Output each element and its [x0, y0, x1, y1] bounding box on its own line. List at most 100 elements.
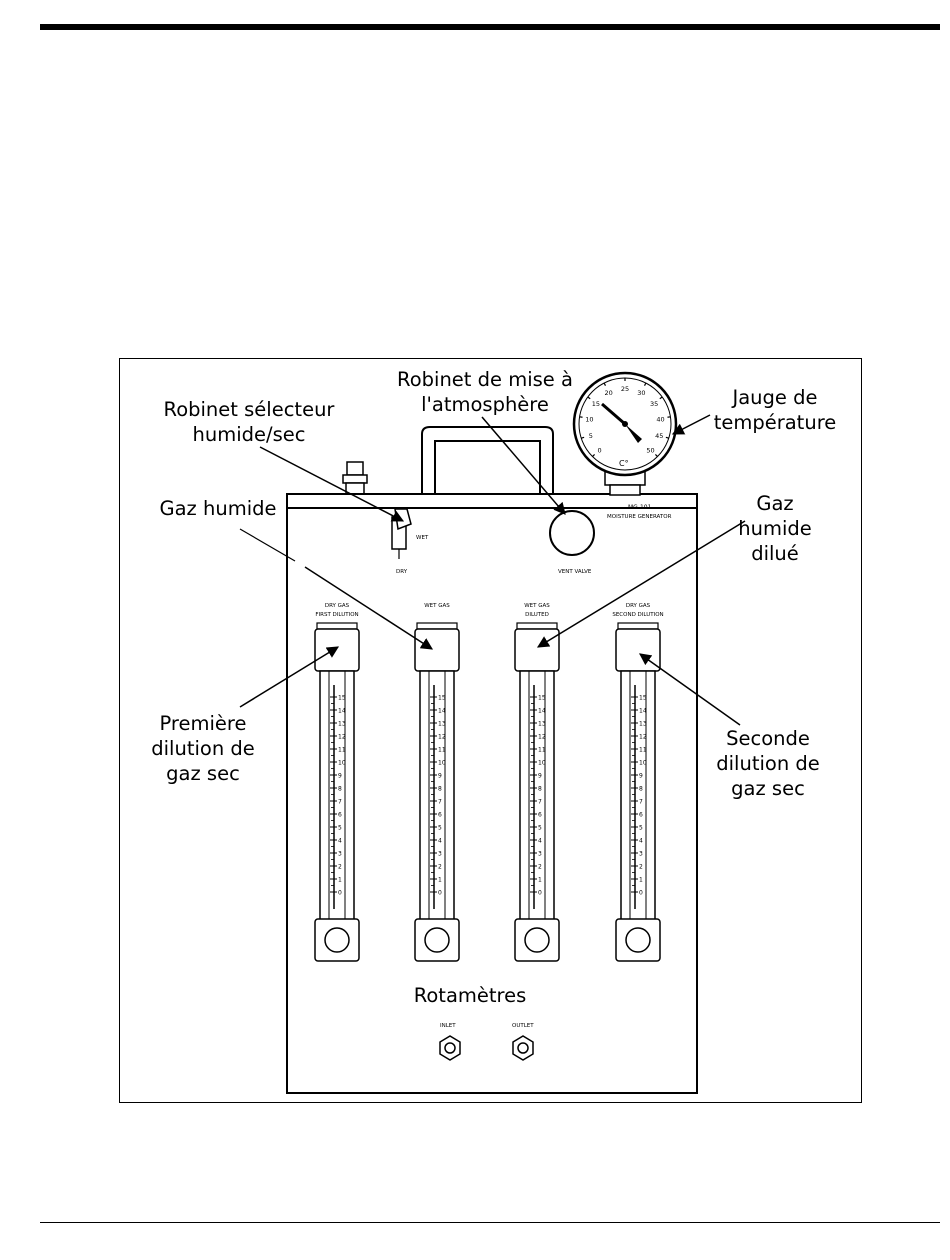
- gauge-tick: [581, 436, 585, 439]
- scale-label: 0: [639, 890, 643, 897]
- vent-valve-label: VENT VALVE: [558, 569, 592, 575]
- carry-handle: [421, 426, 554, 495]
- scale-label: 6: [639, 812, 643, 819]
- scale-label: 3: [438, 851, 442, 858]
- callout-second-dilution: Seconde dilution de gaz sec: [716, 727, 820, 800]
- rotameter-top-cap: [314, 628, 360, 672]
- scale-label: 10: [639, 760, 647, 767]
- scale-label: 15: [639, 695, 647, 702]
- gauge-tick: [592, 453, 596, 457]
- gauge-tick: [643, 382, 647, 386]
- scale-label: 7: [639, 799, 643, 806]
- gauge-tick-label: 0: [597, 446, 601, 454]
- scale-label: 14: [438, 708, 446, 715]
- scale-label: 2: [338, 864, 342, 871]
- scale-label: 5: [438, 825, 442, 832]
- scale-label: 7: [438, 799, 442, 806]
- outlet-fitting: [512, 1035, 534, 1061]
- gauge-tick-label: 45: [655, 432, 663, 440]
- rotameter-sublabel: DILUTED: [525, 612, 549, 618]
- rotameter-label: DRY GAS: [325, 603, 350, 609]
- scale-label: 8: [639, 786, 643, 793]
- scale-label: 11: [438, 747, 446, 754]
- bottom-rule: [40, 1222, 940, 1223]
- scale-label: 13: [538, 721, 546, 728]
- scale-label: 13: [338, 721, 346, 728]
- scale-label: 8: [438, 786, 442, 793]
- callout-diluted-wet-gas: Gaz humide dilué: [738, 492, 812, 565]
- scale-label: 15: [538, 695, 546, 702]
- scale-label: 12: [639, 734, 647, 741]
- scale-label: 0: [338, 890, 342, 897]
- scale-label: 9: [338, 773, 342, 780]
- scale-label: 8: [538, 786, 542, 793]
- device-name-label: MOISTURE GENERATOR: [607, 514, 672, 520]
- gauge-tick-label: 15: [592, 400, 600, 408]
- rotameter-knob: [424, 927, 450, 953]
- scale-label: 9: [538, 773, 542, 780]
- scale-label: 9: [639, 773, 643, 780]
- gauge-tick: [654, 453, 658, 457]
- callout-vent-valve: Robinet de mise à l'atmosphère: [397, 368, 573, 416]
- rotameter-tube: [319, 670, 355, 928]
- gauge-tick-label: 40: [656, 415, 664, 423]
- callout-temperature-gauge: Jauge de température: [713, 386, 837, 434]
- model-label: MG-101: [628, 504, 652, 511]
- scale-label: 1: [338, 877, 342, 884]
- rotameter-top-cap: [414, 628, 460, 672]
- scale-label: 2: [538, 864, 542, 871]
- scale-label: 11: [338, 747, 346, 754]
- rotameter-tube: [419, 670, 455, 928]
- scale-label: 8: [338, 786, 342, 793]
- rotameter-tube: [620, 670, 656, 928]
- scale-label: 9: [438, 773, 442, 780]
- scale-label: 10: [538, 760, 546, 767]
- scale-label: 13: [438, 721, 446, 728]
- rotameter-top-cap: [615, 628, 661, 672]
- scale-label: 7: [338, 799, 342, 806]
- scale-label: 3: [639, 851, 643, 858]
- scale-label: 4: [338, 838, 342, 845]
- scale-label: 10: [438, 760, 446, 767]
- gauge-tick: [587, 396, 591, 400]
- gauge-tick: [665, 436, 669, 439]
- inlet-fitting: [439, 1035, 461, 1061]
- scale-label: 12: [338, 734, 346, 741]
- scale-label: 14: [538, 708, 546, 715]
- rotameter-top-cap: [514, 628, 560, 672]
- scale-label: 10: [338, 760, 346, 767]
- gauge-tick-label: 50: [646, 446, 654, 454]
- scale-label: 4: [538, 838, 542, 845]
- scale-label: 6: [538, 812, 542, 819]
- scale-label: 5: [639, 825, 643, 832]
- callout-arrows: [239, 414, 746, 726]
- gauge-tick-label: 25: [621, 385, 629, 393]
- scale-label: 12: [538, 734, 546, 741]
- scale-label: 15: [338, 695, 346, 702]
- top-fitting: [342, 461, 368, 496]
- scale-label: 14: [639, 708, 647, 715]
- vent-valve-drawing: [549, 510, 595, 556]
- gauge-tick-label: 35: [650, 400, 658, 408]
- gauge-tick-label: 30: [637, 389, 645, 397]
- scale-label: 1: [639, 877, 643, 884]
- outlet-label: OUTLET: [512, 1023, 534, 1029]
- gauge-tick-label: 5: [589, 432, 593, 440]
- rotameter-knob: [524, 927, 550, 953]
- top-rule: [40, 24, 940, 30]
- scale-label: 0: [538, 890, 542, 897]
- wet-label: WET: [416, 535, 429, 541]
- dry-label: DRY: [396, 569, 408, 575]
- gauge-unit-label: C°: [619, 459, 629, 468]
- gauge-tick: [603, 382, 607, 386]
- scale-label: 1: [538, 877, 542, 884]
- rotameter-label: DRY GAS: [626, 603, 651, 609]
- scale-label: 6: [338, 812, 342, 819]
- rotameter-knob: [625, 927, 651, 953]
- scale-label: 5: [338, 825, 342, 832]
- scale-label: 15: [438, 695, 446, 702]
